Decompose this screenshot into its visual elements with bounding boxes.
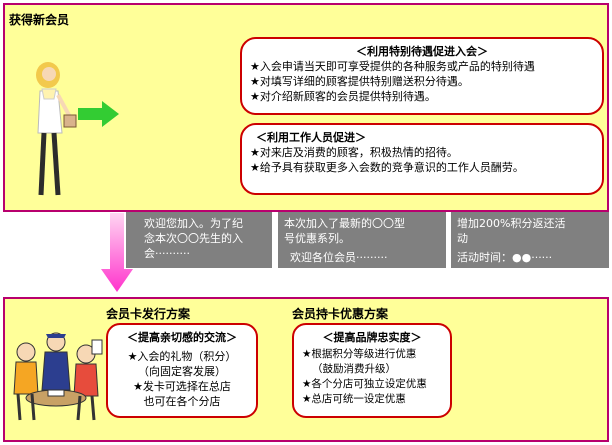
new-series-message-line: 本次加入了最新的〇〇型 — [284, 217, 405, 230]
points-campaign-message-line: 活动时间：●●······ — [457, 251, 553, 264]
special-treatment-line: ★对填写详细的顾客提供特别赠送积分待遇。 — [250, 75, 469, 88]
staff-promotion-heading: ＜利用工作人员促进＞ — [256, 131, 366, 144]
communication-line: ★入会的礼物（积分） — [127, 350, 237, 363]
special-treatment-box: ＜利用特别待遇促进入会＞ ★入会申请当天即可享受提供的各种服务或产品的特别待遇 … — [240, 37, 604, 115]
green-arrow-icon — [78, 101, 119, 127]
brand-loyalty-line: ★各个分店可独立设定优惠 — [302, 378, 427, 390]
points-campaign-message-line: 增加200%积分返还活 — [457, 217, 566, 230]
pink-down-arrow-icon — [101, 213, 133, 292]
communication-heading: ＜提高亲切感的交流＞ — [127, 331, 237, 344]
communication-line: ★发卡可选择在总店 — [133, 380, 231, 393]
special-treatment-line: ★对介绍新顾客的会员提供特别待遇。 — [250, 90, 436, 103]
new-series-message-line: 号优惠系列。 — [284, 232, 350, 245]
card-issue-plan-title: 会员卡发行方案 — [106, 307, 191, 321]
brand-loyalty-line: ★根据积分等级进行优惠 — [302, 348, 417, 360]
welcome-message-box: 欢迎您加入。为了纪 念本次〇〇先生的入 会·········· — [126, 212, 272, 268]
brand-loyalty-heading: ＜提高品牌忠实度＞ — [322, 331, 422, 344]
special-treatment-line: ★入会申请当天即可享受提供的各种服务或产品的特别待遇 — [250, 60, 535, 73]
staff-promotion-line: ★对来店及消费的顾客，积极热情的招待。 — [250, 146, 458, 159]
new-series-message-box: 本次加入了最新的〇〇型 号优惠系列。 欢迎各位会员········· — [278, 212, 446, 268]
communication-line: （向固定客发展） — [138, 365, 226, 378]
woman-figure-icon — [36, 62, 77, 196]
staff-promotion-line: ★给予具有获取更多入会数的竞争意识的工作人员酬劳。 — [250, 161, 524, 174]
card-benefit-plan-title: 会员持卡优惠方案 — [292, 307, 389, 321]
points-campaign-message-line: 动 — [457, 232, 468, 245]
points-campaign-message-box: 增加200%积分返还活 动 活动时间：●●······ — [451, 212, 609, 268]
people-group-icon — [13, 332, 103, 421]
brand-loyalty-line: （鼓励消费升级） — [312, 363, 396, 375]
special-treatment-heading: ＜利用特别待遇促进入会＞ — [356, 45, 488, 58]
brand-loyalty-box: ＜提高品牌忠实度＞ ★根据积分等级进行优惠 （鼓励消费升级） ★各个分店可独立设… — [292, 323, 452, 418]
brand-loyalty-line: ★总店可统一设定优惠 — [302, 393, 406, 405]
staff-promotion-box: ＜利用工作人员促进＞ ★对来店及消费的顾客，积极热情的招待。 ★给予具有获取更多… — [240, 123, 604, 195]
communication-line: 也可在各个分店 — [143, 395, 221, 408]
new-series-message-line: 欢迎各位会员········· — [290, 251, 388, 264]
top-panel-title: 获得新会员 — [9, 13, 70, 27]
welcome-message-line: 会·········· — [144, 247, 190, 260]
welcome-message-line: 欢迎您加入。为了纪 — [144, 217, 243, 230]
welcome-message-line: 念本次〇〇先生的入 — [144, 232, 243, 245]
communication-box: ＜提高亲切感的交流＞ ★入会的礼物（积分） （向固定客发展） ★发卡可选择在总店… — [106, 323, 258, 418]
